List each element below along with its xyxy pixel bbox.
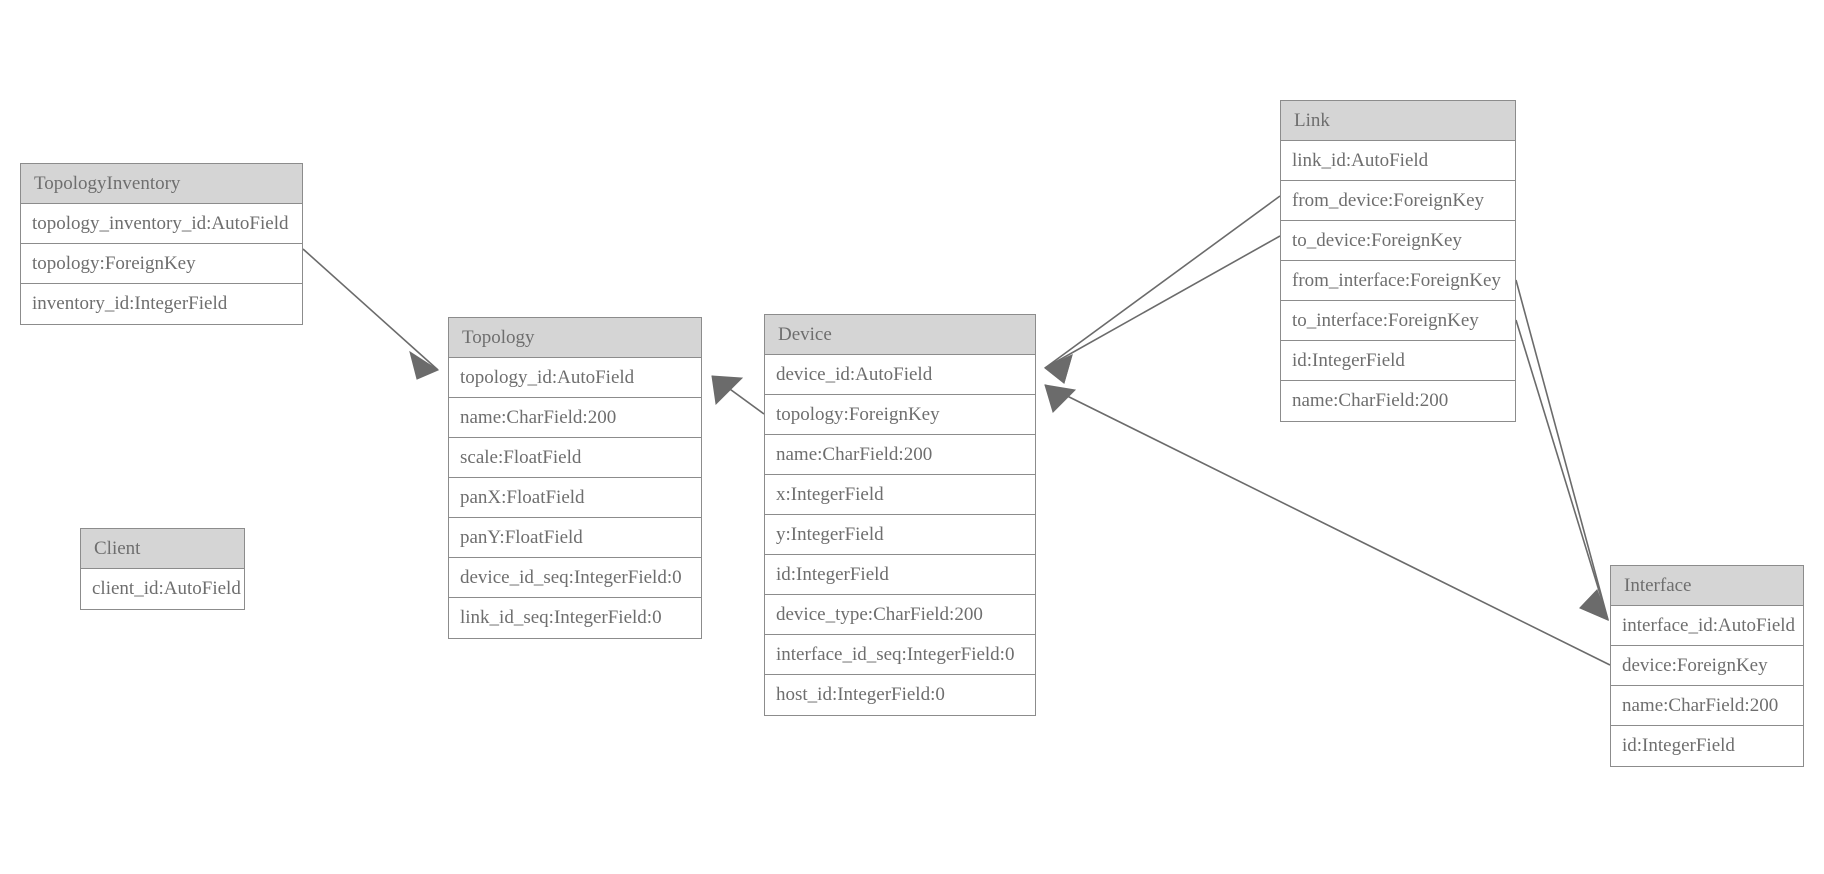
entity-field-link-1: from_device:ForeignKey [1281,181,1515,221]
relationship-arrowhead [1044,354,1073,384]
relationship-line [1515,279,1609,621]
entity-field-device-3: x:IntegerField [765,475,1035,515]
entity-field-device-6: device_type:CharField:200 [765,595,1035,635]
entity-field-topology-1: name:CharField:200 [449,398,701,438]
relationship-arrowhead [711,375,744,406]
entity-field-topology-6: link_id_seq:IntegerField:0 [449,598,701,638]
entity-field-topology-2: scale:FloatField [449,438,701,478]
relationship-device-topology [711,375,765,415]
entity-title-topology: Topology [449,318,701,358]
entity-field-topology-0: topology_id:AutoField [449,358,701,398]
entity-field-link-6: name:CharField:200 [1281,381,1515,421]
entity-field-device-8: host_id:IntegerField:0 [765,675,1035,715]
relationship-arrowhead [409,350,440,380]
relationship-interface-device [1044,384,1611,666]
relationship-line [1515,319,1609,621]
entity-field-topology-3: panX:FloatField [449,478,701,518]
entity-field-interface-0: interface_id:AutoField [1611,606,1803,646]
entity-field-topologyinventory-2: inventory_id:IntegerField [21,284,302,324]
entity-title-link: Link [1281,101,1515,141]
entity-field-device-1: topology:ForeignKey [765,395,1035,435]
entity-field-link-2: to_device:ForeignKey [1281,221,1515,261]
entity-field-topologyinventory-0: topology_inventory_id:AutoField [21,204,302,244]
entity-field-interface-3: id:IntegerField [1611,726,1803,766]
relationship-arrowhead [1579,589,1609,621]
entity-field-topologyinventory-1: topology:ForeignKey [21,244,302,284]
relationship-arrowhead [1579,589,1609,621]
relationship-line [302,248,439,371]
entity-title-interface: Interface [1611,566,1803,606]
entity-field-link-3: from_interface:ForeignKey [1281,261,1515,301]
entity-field-device-5: id:IntegerField [765,555,1035,595]
relationship-link-from-device [1044,195,1281,384]
entity-field-device-4: y:IntegerField [765,515,1035,555]
entity-field-device-0: device_id:AutoField [765,355,1035,395]
entity-field-link-0: link_id:AutoField [1281,141,1515,181]
relationship-link-to-interface [1515,319,1609,621]
relationship-line [711,375,765,415]
entity-field-link-5: id:IntegerField [1281,341,1515,381]
entity-field-device-7: interface_id_seq:IntegerField:0 [765,635,1035,675]
relationship-topologyinventory-topology [302,248,440,380]
relationship-arrowhead [1044,384,1077,413]
entity-field-interface-1: device:ForeignKey [1611,646,1803,686]
entity-title-topologyinventory: TopologyInventory [21,164,302,204]
relationship-line [1044,195,1281,369]
relationship-arrowhead [1044,354,1073,384]
entity-field-topology-4: panY:FloatField [449,518,701,558]
entity-field-client-0: client_id:AutoField [81,569,244,609]
relationship-line [1044,384,1611,666]
entity-field-device-2: name:CharField:200 [765,435,1035,475]
entity-field-interface-2: name:CharField:200 [1611,686,1803,726]
relationship-line [1044,235,1281,369]
relationship-link-from-interface [1515,279,1609,621]
entity-field-link-4: to_interface:ForeignKey [1281,301,1515,341]
entity-title-device: Device [765,315,1035,355]
entity-title-client: Client [81,529,244,569]
entity-field-topology-5: device_id_seq:IntegerField:0 [449,558,701,598]
relationship-link-to-device [1044,235,1281,384]
